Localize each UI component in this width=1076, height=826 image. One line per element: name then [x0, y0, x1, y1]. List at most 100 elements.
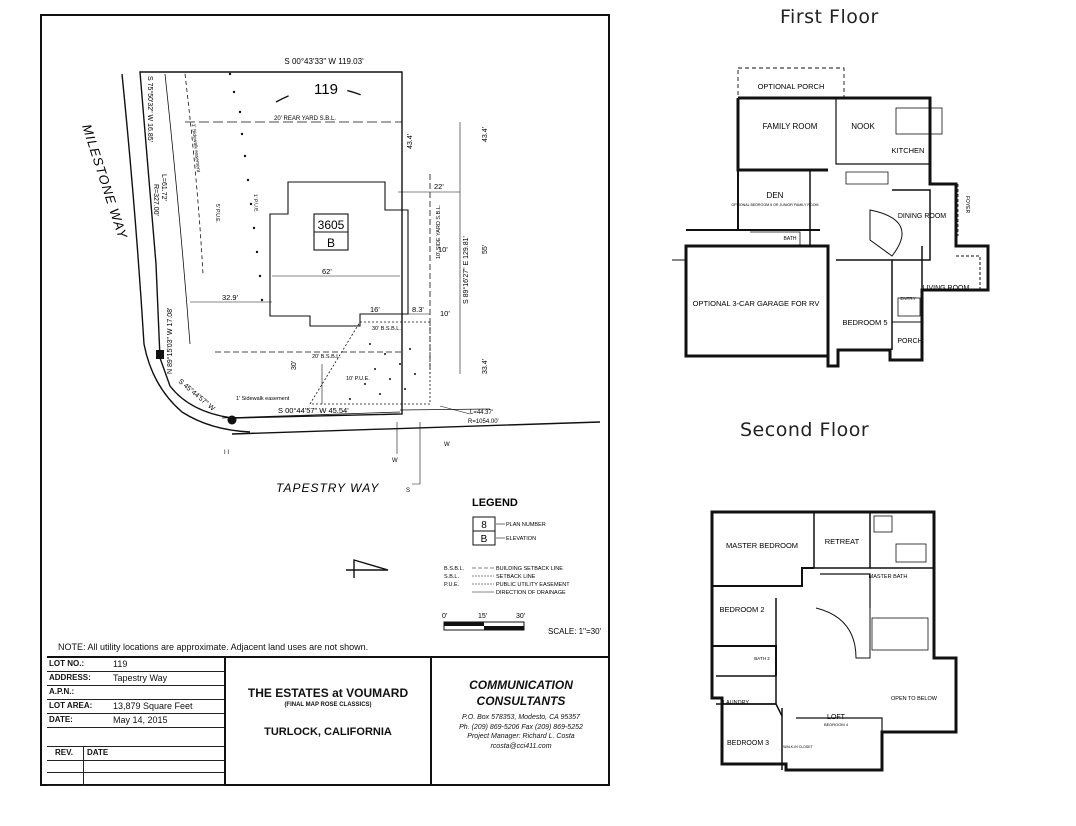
pue-w-label: 1' P.U.E.	[252, 194, 259, 213]
room-laundry: LAUNDRY	[723, 700, 750, 706]
room-bedroom-5: BEDROOM 5	[842, 318, 887, 327]
project-city: TURLOCK, CALIFORNIA	[264, 726, 392, 738]
legend-abbr-value: BUILDING SETBACK LINE	[496, 566, 563, 572]
dim-43-4-a: 43.4'	[407, 134, 414, 149]
lot-info-table: LOT NO.:119 ADDRESS:Tapestry Way A.P.N.:…	[47, 658, 226, 786]
address-row: ADDRESS:Tapestry Way	[47, 672, 224, 686]
curve-length: L=61.72'	[160, 174, 167, 201]
lot-row: LOT NO.:119	[47, 658, 224, 672]
i-mark: I I	[224, 450, 229, 456]
utility-note: NOTE: All utility locations are approxim…	[58, 642, 369, 652]
dim-55: 55'	[482, 245, 489, 254]
milestone-walk	[164, 73, 191, 345]
room-master-bath: MASTER BATH	[869, 574, 908, 580]
room-bedroom-3: BEDROOM 3	[727, 740, 769, 747]
room-retreat: RETREAT	[825, 537, 860, 546]
dim-8-3: 8.3'	[412, 305, 424, 314]
room-open-to-below: OPEN TO BELOW	[891, 696, 938, 702]
room-den: DEN	[767, 191, 784, 200]
scale-0: 0'	[442, 613, 447, 620]
tapestry-way-label: TAPESTRY WAY	[276, 481, 379, 495]
room-living: LIVING ROOM	[923, 285, 970, 292]
room-entry: ENTRY	[900, 296, 915, 301]
room-master-bedroom: MASTER BEDROOM	[726, 541, 798, 550]
sidewalk-label: 1' Sidewalk easement	[236, 396, 290, 402]
project-subtitle: (FINAL MAP ROSE CLASSICS)	[284, 702, 372, 708]
curve2-radius: R=1054.00'	[468, 419, 499, 425]
room-loft: LOFT	[827, 714, 846, 721]
legend-abbr-value: PUBLIC UTILITY EASEMENT	[496, 582, 570, 588]
dim-30: 30'	[291, 361, 298, 370]
company-contact: P.O. Box 578353, Modesto, CA 95357 Ph. (…	[459, 714, 583, 750]
project-title: THE ESTATES at VOUMARD	[247, 686, 409, 700]
milestone-curb	[121, 73, 251, 433]
plot-plan-frame	[40, 14, 610, 786]
room-garage: OPTIONAL 3-CAR GARAGE FOR RV	[693, 299, 820, 308]
w-mark2: W	[444, 442, 450, 448]
room-bath-2: BATH 2	[754, 656, 770, 661]
dim-30-bsbl: 30' B.S.B.L.	[372, 326, 401, 332]
room-nook: NOOK	[851, 122, 875, 131]
date-row: DATE:May 14, 2015	[47, 714, 224, 728]
legend-elev-sample: B	[481, 534, 488, 545]
north-arrow-icon	[346, 559, 389, 578]
company-name-1: COMMUNICATION	[469, 678, 573, 692]
plan-number: 3605	[318, 218, 345, 232]
west-bearing: N 89°15'03" W 17.08'	[166, 308, 174, 374]
scale-15: 15'	[478, 613, 487, 620]
s-mark: S	[406, 488, 410, 494]
side-setback-label: 10' SIDE YARD S.B.L.	[436, 204, 442, 259]
room-loft-sub: BEDROOM 4	[824, 722, 849, 727]
legend-abbr-value: SETBACK LINE	[496, 574, 536, 580]
plan-elevation: B	[327, 236, 335, 250]
company-name-2: CONSULTANTS	[476, 694, 566, 708]
rear-setback-label: 20' REAR YARD S.B.L.	[274, 116, 336, 122]
first-floor-title: First Floor	[780, 6, 879, 28]
scale-30: 30'	[516, 613, 525, 620]
pue-label: 10' P.U.E.	[346, 376, 370, 382]
legend-abbr-key: P.U.E.	[444, 582, 460, 588]
lot-number-label: 119	[314, 81, 338, 98]
legend-title: LEGEND	[472, 497, 518, 509]
site-plan-drawing: 3605 B 119 S 00°43'33" W 119.03' 20' REA…	[79, 57, 602, 636]
pue2-label: 5' P.U.E.	[214, 204, 220, 223]
south-bearing: S 00°44'57" W 45.54'	[278, 406, 349, 415]
curve2-length: L=44.37'	[470, 410, 493, 416]
milestone-way-label: MILESTONE WAY	[79, 122, 130, 241]
apn-row: A.P.N.:	[47, 686, 224, 700]
legend-abbr-key: S.B.L.	[444, 574, 459, 580]
lot-area-row: LOT AREA:13,879 Square Feet	[47, 700, 224, 714]
w-mark: W	[392, 458, 398, 464]
room-kitchen: KITCHEN	[892, 146, 925, 155]
utility-pole-icon	[227, 415, 237, 425]
project-block: THE ESTATES at VOUMARD (FINAL MAP ROSE C…	[226, 658, 432, 786]
dim-33-4: 33.4'	[482, 359, 489, 374]
room-family: FAMILY ROOM	[763, 122, 818, 131]
second-floor-title: Second Floor	[740, 419, 870, 441]
dim-10: 10'	[438, 245, 448, 254]
room-dining: DINING ROOM	[898, 213, 946, 220]
dim-22: 22'	[434, 182, 444, 191]
dim-10b: 10'	[440, 309, 450, 318]
title-block: LOT NO.:119 ADDRESS:Tapestry Way A.P.N.:…	[47, 656, 610, 788]
legend-abbr-key: B.S.B.L.	[444, 566, 465, 572]
room-optional-porch: OPTIONAL PORCH	[758, 82, 825, 91]
north-bearing: S 00°43'33" W 119.03'	[284, 57, 364, 66]
tapestry-curb	[231, 421, 601, 435]
legend-plan-label: PLAN NUMBER	[506, 522, 546, 528]
room-walk-in-closet: WALK-IN CLOSET	[783, 745, 813, 749]
legend-plan-sample: 8	[481, 520, 487, 531]
room-bath: BATH	[784, 236, 797, 242]
dim-32-9: 32.9'	[222, 293, 239, 302]
lot-boundary	[139, 71, 403, 419]
dim-43-4-b: 43.4'	[482, 127, 489, 142]
dim-16: 16'	[370, 305, 380, 314]
room-foyer: FOYER	[964, 196, 970, 214]
dim-62: 62'	[322, 267, 332, 276]
curve-radius: R=327.00'	[152, 184, 159, 216]
scale-text: SCALE: 1"=30'	[548, 627, 602, 636]
first-floor-plan: OPTIONAL PORCH FAMILY ROOM NOOK KITCHEN …	[672, 67, 990, 368]
company-block: COMMUNICATION CONSULTANTS P.O. Box 57835…	[432, 658, 610, 786]
nw-bearing: S 75°50'32" W 16.85'	[146, 76, 154, 142]
east-bearing: S 89°16'27" E 129.81'	[462, 236, 470, 304]
